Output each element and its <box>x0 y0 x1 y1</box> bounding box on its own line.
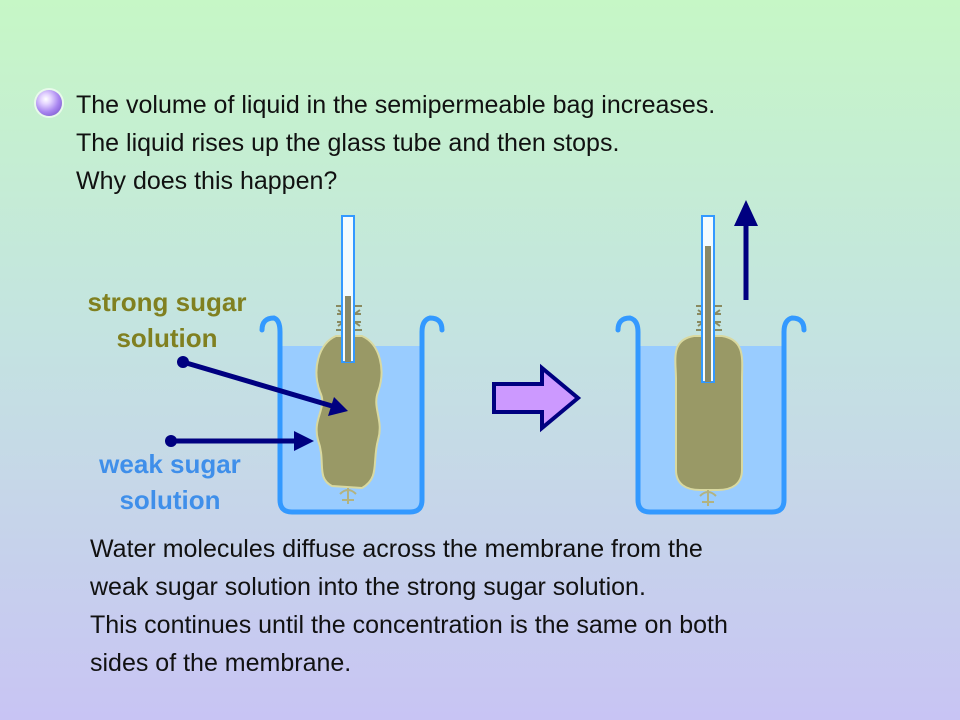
left-bag-knot-bottom <box>339 488 357 504</box>
right-block-arrow-icon <box>492 363 582 433</box>
explanation-line-2: weak sugar solution into the strong suga… <box>90 573 646 601</box>
left-tube-liquid <box>345 296 351 362</box>
label-pointers <box>165 356 348 451</box>
explanation-line-3: This continues until the concentration i… <box>90 611 728 639</box>
left-bag <box>315 335 383 490</box>
left-beaker <box>259 315 445 515</box>
intro-text: The volume of liquid in the semipermeabl… <box>76 86 936 200</box>
weak-label-line-2: solution <box>119 485 221 515</box>
strong-label-line-2: solution <box>116 323 218 353</box>
weak-sugar-label: weak sugar solution <box>60 446 280 518</box>
strong-pointer-head <box>328 397 348 416</box>
explanation-line-4: sides of the membrane. <box>90 649 352 677</box>
bullet-sphere-icon <box>36 90 62 116</box>
right-tube-liquid <box>705 246 711 382</box>
strong-sugar-label: strong sugar solution <box>52 284 282 356</box>
strong-pointer-line <box>182 359 333 409</box>
right-beaker <box>615 315 807 515</box>
explanation-line-1: Water molecules diffuse across the membr… <box>90 535 703 563</box>
right-apparatus <box>615 215 807 515</box>
explanation-text: Water molecules diffuse across the membr… <box>90 530 940 682</box>
intro-line-1: The volume of liquid in the semipermeabl… <box>76 91 716 119</box>
intro-line-2: The liquid rises up the glass tube and t… <box>76 129 620 157</box>
up-arrow-icon <box>734 200 758 300</box>
strong-label-line-1: strong sugar <box>87 287 247 317</box>
weak-label-line-1: weak sugar <box>99 449 241 479</box>
intro-line-3: Why does this happen? <box>76 167 338 195</box>
weak-pointer-head <box>294 431 314 451</box>
left-apparatus <box>259 215 445 515</box>
right-bag <box>674 335 744 491</box>
right-bag-knot-bottom <box>699 490 717 506</box>
